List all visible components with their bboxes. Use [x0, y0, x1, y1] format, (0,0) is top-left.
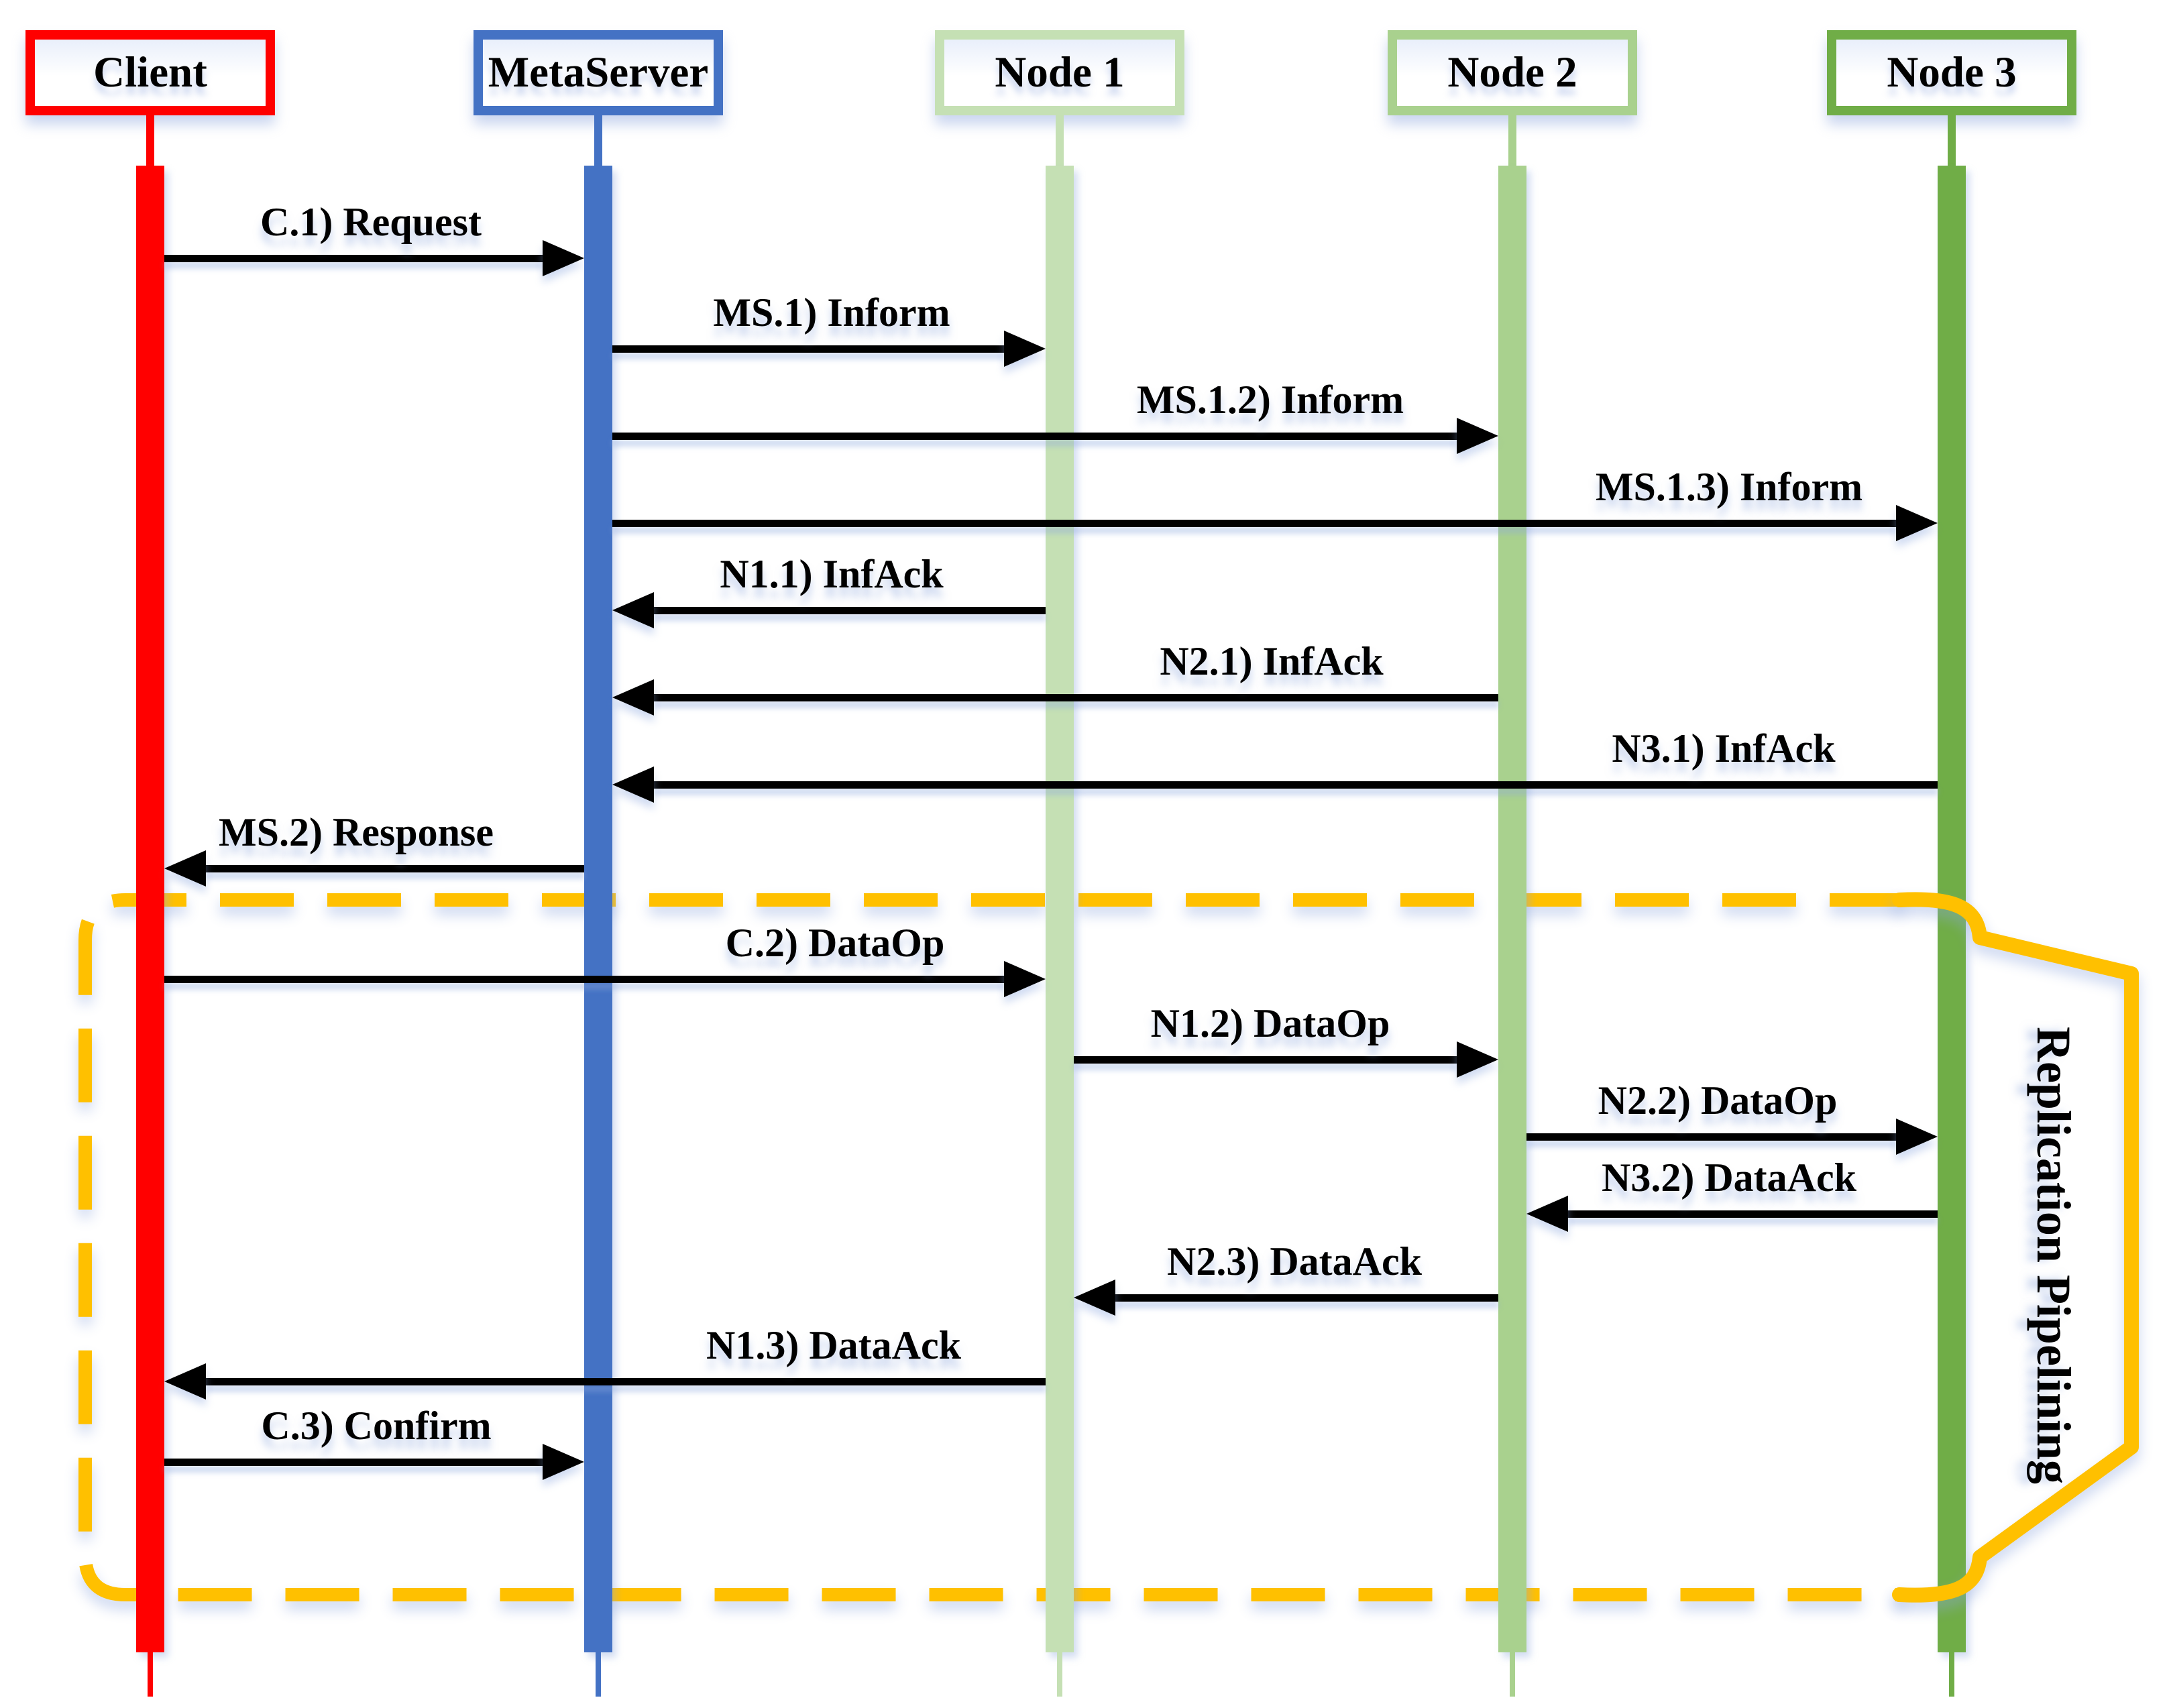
- arrowhead-left-icon: [1074, 1279, 1115, 1316]
- arrow-line: [654, 694, 1498, 701]
- lifeline-connector-client: [146, 115, 154, 166]
- lifeline-connector-node3: [1948, 115, 1956, 166]
- arrowhead-right-icon: [543, 1444, 584, 1480]
- arrow-line: [1568, 1210, 1938, 1218]
- lifeline-bar-client: [136, 166, 164, 1652]
- arrowhead-left-icon: [612, 766, 654, 803]
- arrow-line: [1074, 1056, 1457, 1064]
- actor-title-metaserver: MetaServer: [488, 48, 709, 97]
- arrow-line: [206, 865, 584, 872]
- actor-title-node3: Node 3: [1887, 48, 2017, 97]
- lifeline-connector-node1: [1056, 115, 1064, 166]
- arrowhead-left-icon: [1526, 1196, 1568, 1232]
- lifeline-connector-node2: [1508, 115, 1516, 166]
- arrowhead-right-icon: [543, 240, 584, 276]
- arrowhead-right-icon: [1896, 1119, 1938, 1155]
- lifeline-tail-metaserver: [596, 1652, 601, 1697]
- lifeline-bar-node2: [1498, 166, 1526, 1652]
- message-label: C.3) Confirm: [261, 1404, 492, 1448]
- arrowhead-right-icon: [1457, 418, 1498, 454]
- arrowhead-right-icon: [1004, 961, 1046, 997]
- actor-box-metaserver: MetaServer: [474, 30, 723, 115]
- message-label: C.1) Request: [260, 200, 482, 244]
- message-label: MS.1) Inform: [713, 290, 950, 335]
- actor-title-client: Client: [93, 48, 207, 97]
- replication-region-dashed-outline: [78, 893, 1903, 1601]
- actor-box-node2: Node 2: [1388, 30, 1637, 115]
- lifeline-tail-node3: [1949, 1652, 1954, 1697]
- arrow-line: [612, 345, 1004, 353]
- arrow-line: [612, 520, 1896, 527]
- arrow-line: [612, 433, 1457, 440]
- lifeline-connector-metaserver: [594, 115, 602, 166]
- arrowhead-left-icon: [612, 592, 654, 628]
- replication-annotation: Replication Pipelining: [2027, 1026, 2080, 1485]
- message-label: MS.1.2) Inform: [1136, 378, 1404, 422]
- message-label: MS.1.3) Inform: [1595, 465, 1863, 509]
- message-label: N2.2) DataOp: [1598, 1078, 1838, 1123]
- message-label: N3.2) DataAck: [1602, 1155, 1856, 1200]
- actor-box-client: Client: [25, 30, 275, 115]
- arrowhead-right-icon: [1457, 1041, 1498, 1078]
- arrow-line: [654, 607, 1046, 614]
- lifeline-bar-node1: [1046, 166, 1074, 1652]
- arrowhead-left-icon: [612, 679, 654, 716]
- lifeline-tail-node1: [1057, 1652, 1062, 1697]
- arrow-line: [164, 1459, 543, 1466]
- message-label: N1.3) DataAck: [706, 1323, 961, 1367]
- lifeline-bar-metaserver: [584, 166, 612, 1652]
- actor-box-node1: Node 1: [935, 30, 1184, 115]
- arrow-line: [164, 976, 1004, 983]
- actor-title-node1: Node 1: [995, 48, 1125, 97]
- arrow-line: [654, 781, 1938, 789]
- arrow-line: [1115, 1294, 1498, 1302]
- actor-title-node2: Node 2: [1447, 48, 1577, 97]
- arrowhead-right-icon: [1896, 505, 1938, 541]
- message-label: N2.3) DataAck: [1167, 1239, 1422, 1284]
- arrow-line: [1526, 1133, 1896, 1141]
- arrowhead-left-icon: [164, 850, 206, 887]
- lifeline-tail-node2: [1510, 1652, 1515, 1697]
- message-label: N3.1) InfAck: [1612, 726, 1836, 771]
- message-label: C.2) DataOp: [725, 921, 945, 965]
- message-label: N1.2) DataOp: [1150, 1001, 1390, 1045]
- message-label: N1.1) InfAck: [720, 552, 944, 596]
- arrow-line: [206, 1378, 1046, 1385]
- actor-box-node3: Node 3: [1827, 30, 2076, 115]
- replication-banner-bracket: [1892, 892, 2139, 1603]
- message-label: MS.2) Response: [218, 810, 494, 854]
- arrowhead-right-icon: [1004, 331, 1046, 367]
- arrowhead-left-icon: [164, 1363, 206, 1400]
- message-label: N2.1) InfAck: [1160, 639, 1384, 683]
- lifeline-tail-client: [148, 1652, 153, 1697]
- arrow-line: [164, 255, 543, 262]
